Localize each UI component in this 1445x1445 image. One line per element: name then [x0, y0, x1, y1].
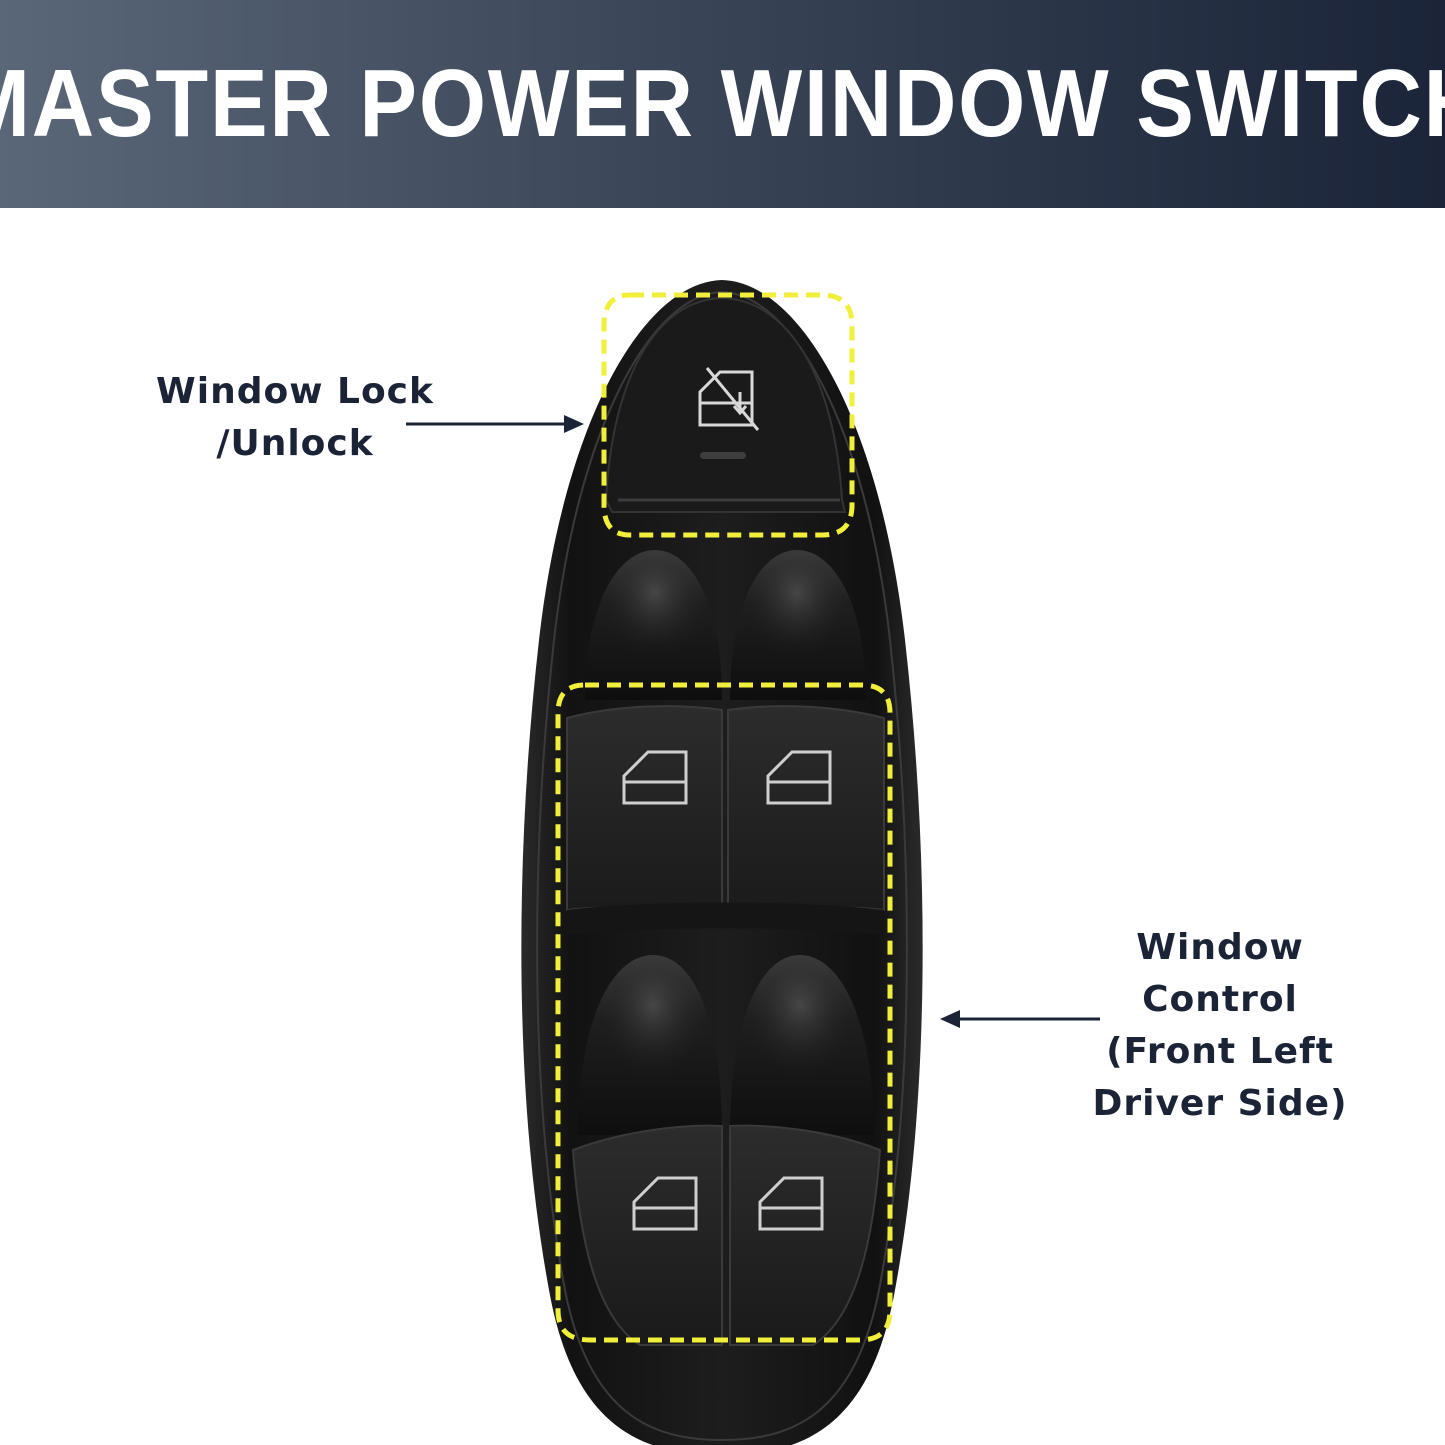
lock-callout-line1: Window Lock: [156, 371, 434, 412]
window-rocker-upper-left[interactable]: [566, 705, 723, 920]
lock-callout-line2: /Unlock: [216, 423, 374, 464]
window-rocker-lower-left[interactable]: [571, 1124, 723, 1346]
window-rocker-upper-right[interactable]: [727, 705, 885, 920]
title-banner: MASTER POWER WINDOW SWITCH: [0, 0, 1445, 208]
window-icon: [622, 750, 688, 805]
control-callout-line2: Control: [1142, 979, 1298, 1020]
control-callout-line4: Driver Side): [1092, 1083, 1348, 1124]
window-control-callout: Window Control (Front Left Driver Side): [1085, 922, 1355, 1130]
lock-highlight-box: [601, 292, 855, 538]
window-icon: [758, 1176, 824, 1231]
control-highlight-box: [555, 682, 893, 1343]
banner-title: MASTER POWER WINDOW SWITCH: [0, 50, 1445, 157]
control-callout-line1: Window: [1136, 927, 1304, 968]
lock-indicator-slot: [700, 452, 746, 459]
control-arrow: [940, 1010, 1100, 1028]
window-lock-button[interactable]: [604, 296, 847, 513]
window-rocker-lower-right[interactable]: [729, 1124, 882, 1346]
window-lock-callout: Window Lock /Unlock: [150, 366, 440, 470]
window-icon: [632, 1176, 698, 1231]
window-icon: [766, 750, 832, 805]
window-lock-icon: [698, 367, 760, 431]
control-callout-line3: (Front Left: [1106, 1031, 1334, 1072]
lock-arrow: [406, 415, 584, 433]
